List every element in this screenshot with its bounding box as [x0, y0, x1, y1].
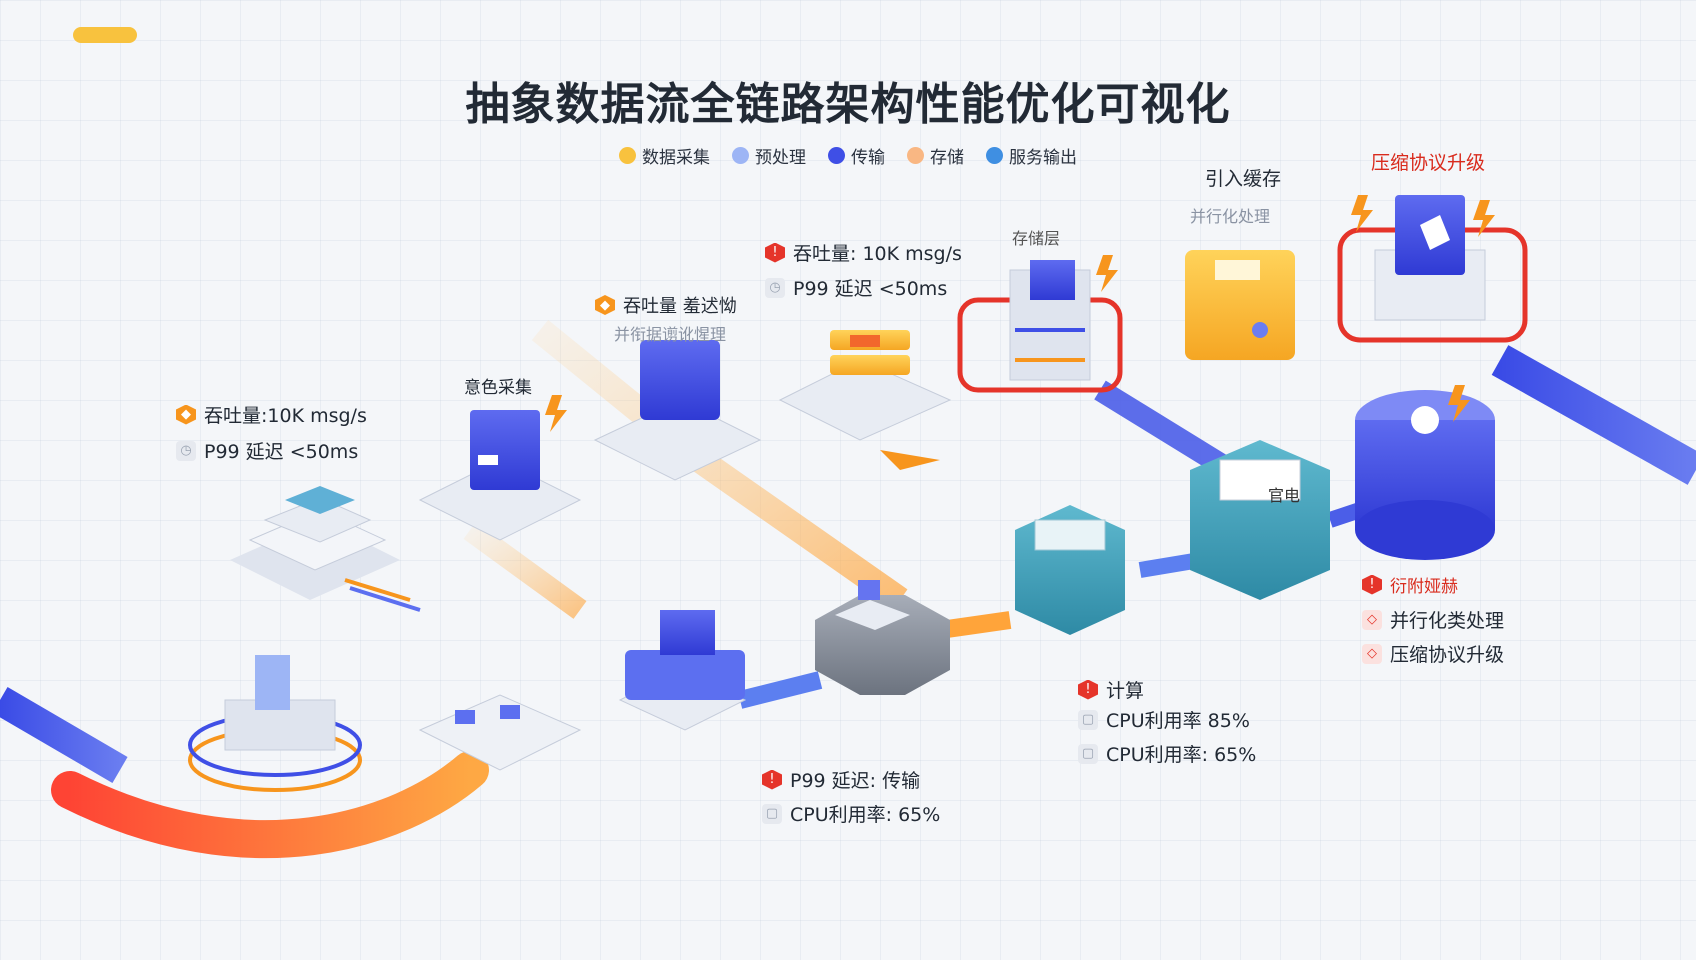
- legend-item: 服务输出: [986, 143, 1077, 168]
- shield-icon: ◇: [1362, 643, 1382, 664]
- node-cache: [1185, 250, 1295, 360]
- right-metric-2: ◇ 并行化类处理: [1362, 606, 1504, 633]
- collect-label: 意色采集: [464, 378, 532, 398]
- compress-top-label: 压缩协议升级: [1371, 152, 1486, 174]
- legend-label: 服务输出: [1009, 148, 1077, 168]
- node-output-indigo: [1355, 390, 1495, 560]
- alert-hex-icon: !: [762, 769, 782, 790]
- legend-dot: [986, 147, 1003, 164]
- flow-left-blue: [0, 687, 128, 783]
- metric-text: P99 延迟 <50ms: [204, 441, 359, 463]
- metric-text: P99 延迟: 传输: [790, 770, 921, 792]
- legend-dot: [828, 147, 845, 164]
- flow-orange-2: [463, 521, 587, 619]
- cache-sub: 并行化处理: [1190, 207, 1271, 226]
- hub-label: 官电: [1268, 486, 1301, 505]
- shield-icon: ◇: [1362, 609, 1382, 630]
- metric-latency-left: ◷ P99 延迟 <50ms: [176, 437, 358, 464]
- compute-cpu-1: ▢ CPU利用率 85%: [1078, 706, 1250, 733]
- mid-metric: ◆ 吞吐量 羞迖怮: [595, 292, 737, 318]
- compute-label: ! 计算: [1078, 676, 1144, 703]
- flow-blue-bottom: [737, 671, 823, 709]
- metric-text: CPU利用率: 65%: [790, 804, 941, 826]
- mid-metric-sub: 并衔据谫讹惺理: [614, 325, 727, 344]
- cache-label: 引入缓存: [1205, 168, 1282, 190]
- node-storage-rings: [957, 260, 1123, 393]
- node-hub-teal: [1015, 505, 1125, 635]
- chip-icon: ▢: [1078, 709, 1098, 730]
- alert-hex-icon: !: [765, 242, 785, 263]
- node-storage-orange: [778, 330, 952, 470]
- metric-throughput-left: ◆ 吞吐量:10K msg/s: [176, 401, 367, 428]
- compute-cpu-2: ▢ CPU利用率: 65%: [1078, 740, 1256, 767]
- metric-text: 压缩协议升级: [1390, 644, 1505, 666]
- node-hub-teal-2: [1190, 440, 1330, 600]
- node-preprocess: [593, 340, 762, 481]
- flow-left-red: [51, 751, 489, 859]
- accent-pill: [73, 27, 137, 43]
- metric-text: 计算: [1106, 680, 1145, 702]
- metric-throughput-top: ! 吞吐量: 10K msg/s: [765, 239, 962, 266]
- storage-label: 存储层: [1012, 229, 1061, 248]
- metric-text: 吞吐量:10K msg/s: [204, 405, 367, 427]
- alert-hex-icon: ◆: [176, 404, 196, 425]
- node-left-stack: [230, 486, 421, 612]
- chip-icon: ▢: [1078, 743, 1098, 764]
- node-bottom-tray: [418, 694, 582, 771]
- page-title: 抽象数据流全链路架构性能优化可视化: [465, 79, 1231, 130]
- node-grey-octagon: [815, 580, 950, 695]
- flow-blue-right: [1491, 345, 1696, 485]
- alert-hex-icon: !: [1078, 679, 1098, 700]
- metric-text: 衍附娅赫: [1390, 577, 1458, 597]
- legend-label: 预处理: [755, 148, 806, 168]
- flow-blue-upper: [1094, 380, 1236, 480]
- legend-label: 传输: [851, 148, 885, 168]
- node-compress-top: [1337, 195, 1528, 343]
- right-metric-3: ◇ 压缩协议升级: [1362, 640, 1504, 667]
- legend-item: 数据采集: [619, 143, 710, 168]
- legend-label: 存储: [930, 148, 964, 168]
- legend-dot: [619, 147, 636, 164]
- metric-text: CPU利用率: 65%: [1106, 744, 1257, 766]
- metric-text: 吞吐量: 10K msg/s: [793, 243, 962, 265]
- clock-icon: ◷: [176, 440, 196, 461]
- metric-latency-top: ◷ P99 延迟 <50ms: [765, 274, 947, 301]
- metric-text: 吞吐量 羞迖怮: [623, 296, 737, 317]
- alert-hex-icon: !: [1362, 574, 1382, 595]
- node-collect: [418, 410, 582, 541]
- node-bottom-left: [188, 655, 362, 792]
- alert-hex-icon: ◆: [595, 295, 615, 315]
- metric-text: P99 延迟 <50ms: [793, 278, 948, 300]
- right-metric-1: ! 衍附娅赫: [1362, 572, 1458, 597]
- legend-item: 预处理: [732, 143, 806, 168]
- lightning-accents: [545, 195, 1495, 432]
- metric-text: CPU利用率 85%: [1106, 710, 1250, 732]
- bottom-latency: ! P99 延迟: 传输: [762, 766, 920, 793]
- legend-dot: [907, 147, 924, 164]
- metric-text: 并行化类处理: [1390, 610, 1505, 632]
- node-bottom-stack: [618, 610, 747, 731]
- chip-icon: ▢: [762, 803, 782, 824]
- legend: 数据采集 预处理 传输 存储 服务输出: [0, 143, 1696, 168]
- legend-item: 存储: [907, 143, 964, 168]
- legend-label: 数据采集: [642, 148, 710, 168]
- legend-dot: [732, 147, 749, 164]
- clock-icon: ◷: [765, 277, 785, 298]
- legend-item: 传输: [828, 143, 885, 168]
- flow-orange-mid: [938, 611, 1012, 639]
- bottom-cpu: ▢ CPU利用率: 65%: [762, 800, 940, 827]
